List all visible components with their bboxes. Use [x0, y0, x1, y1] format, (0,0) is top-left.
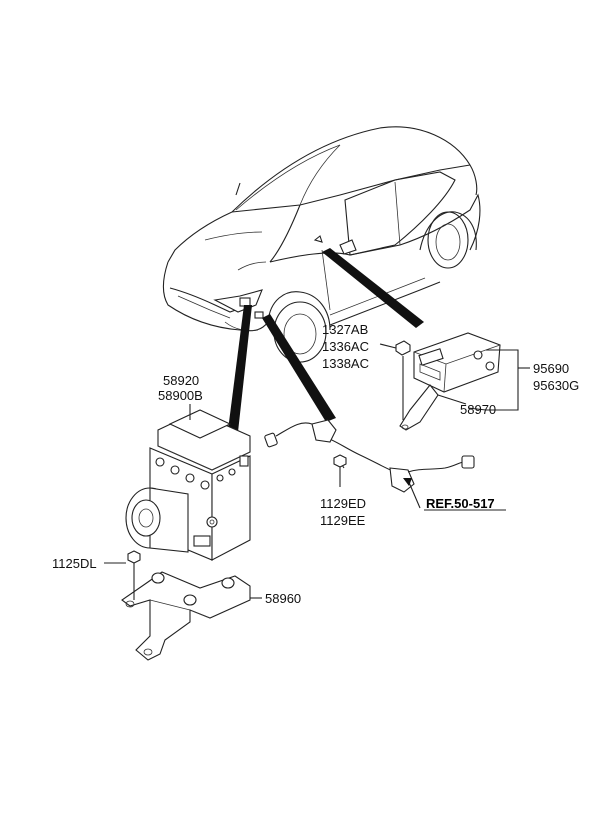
callout-95690: 95690 — [533, 361, 569, 376]
callout-1336AC: 1336AC — [322, 339, 369, 354]
callout-58970: 58970 — [460, 402, 496, 417]
wheel-speed-sensor-harness — [264, 419, 506, 511]
callout-58900B: 58900B — [158, 388, 203, 403]
yaw-rate-sensor — [395, 332, 501, 431]
abs-bracket — [104, 550, 262, 661]
car-illustration — [162, 126, 481, 363]
location-leaders — [228, 248, 424, 432]
callout-58920: 58920 — [163, 373, 199, 388]
callout-95630G: 95630G — [533, 378, 579, 393]
callout-1125DL: 1125DL — [52, 556, 97, 571]
reference-label[interactable]: REF.50-517 — [426, 496, 495, 511]
yaw-sensor-callout-lines — [379, 343, 530, 411]
callout-1129ED: 1129ED — [320, 496, 366, 511]
callout-1327AB: 1327AB — [322, 322, 368, 337]
callout-1129EE: 1129EE — [320, 513, 366, 528]
abs-hydraulic-module — [125, 409, 251, 561]
callout-1338AC: 1338AC — [322, 356, 369, 371]
callout-58960: 58960 — [265, 591, 301, 606]
